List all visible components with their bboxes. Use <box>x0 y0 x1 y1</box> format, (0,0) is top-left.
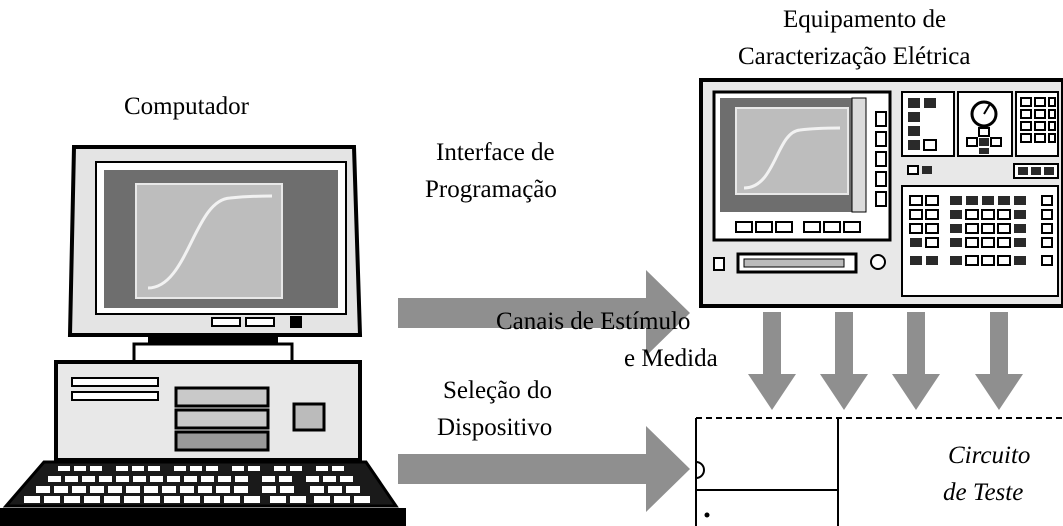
power-led-icon <box>290 316 302 328</box>
power-button-icon <box>292 402 326 432</box>
keyboard <box>0 460 406 526</box>
drive-bay <box>174 408 270 430</box>
device-selection-label-line2: Dispositivo <box>437 414 553 441</box>
softkey-row <box>735 221 861 233</box>
channel-arrow-2 <box>820 312 868 410</box>
monitor-button <box>211 317 241 327</box>
system-unit <box>54 360 362 462</box>
control-panel-top <box>901 91 1059 179</box>
monitor-button <box>245 317 275 327</box>
channels-label-line1: Canais de Estímulo <box>496 308 691 335</box>
test-circuit-label-line2: de Teste <box>943 479 1024 506</box>
arrows <box>398 270 1023 512</box>
equipment-sigmoid-curve <box>743 126 841 190</box>
channel-arrow-4 <box>975 312 1023 410</box>
channel-arrow-1 <box>748 312 796 410</box>
screen-sigmoid-curve <box>147 194 273 290</box>
drive-bay <box>174 430 270 452</box>
device-selection-arrow <box>398 426 690 512</box>
test-circuit-box <box>695 417 1063 526</box>
power-switch-icon <box>713 257 725 271</box>
keypad-panel <box>901 185 1059 297</box>
monitor <box>67 145 363 366</box>
pin-dot-icon <box>704 512 710 518</box>
programming-interface-arrow <box>398 270 690 356</box>
device-selection-label-line1: Seleção do <box>443 377 552 404</box>
channel-arrow-3 <box>892 312 940 410</box>
test-circuit-label-line1: Circuito <box>948 442 1031 469</box>
equipment-display <box>712 90 892 242</box>
connector-icon <box>870 254 886 270</box>
channels-label-line2: e Medida <box>624 345 718 372</box>
notch-icon <box>695 461 705 479</box>
programming-interface-label-line2: Programação <box>425 176 557 203</box>
drive-bay <box>174 386 270 408</box>
softkey-column <box>875 111 887 207</box>
programming-interface-label-line1: Interface de <box>436 139 555 166</box>
equipment-label-line1: Equipamento de <box>783 6 947 33</box>
equipment-plot-area <box>735 107 849 195</box>
equipment-label-line2: Caracterização Elétrica <box>738 43 971 70</box>
computer-label: Computador <box>124 93 249 120</box>
equipment-illustration <box>699 78 1063 308</box>
screen-plot-area <box>135 183 283 299</box>
computer-illustration <box>0 145 406 526</box>
